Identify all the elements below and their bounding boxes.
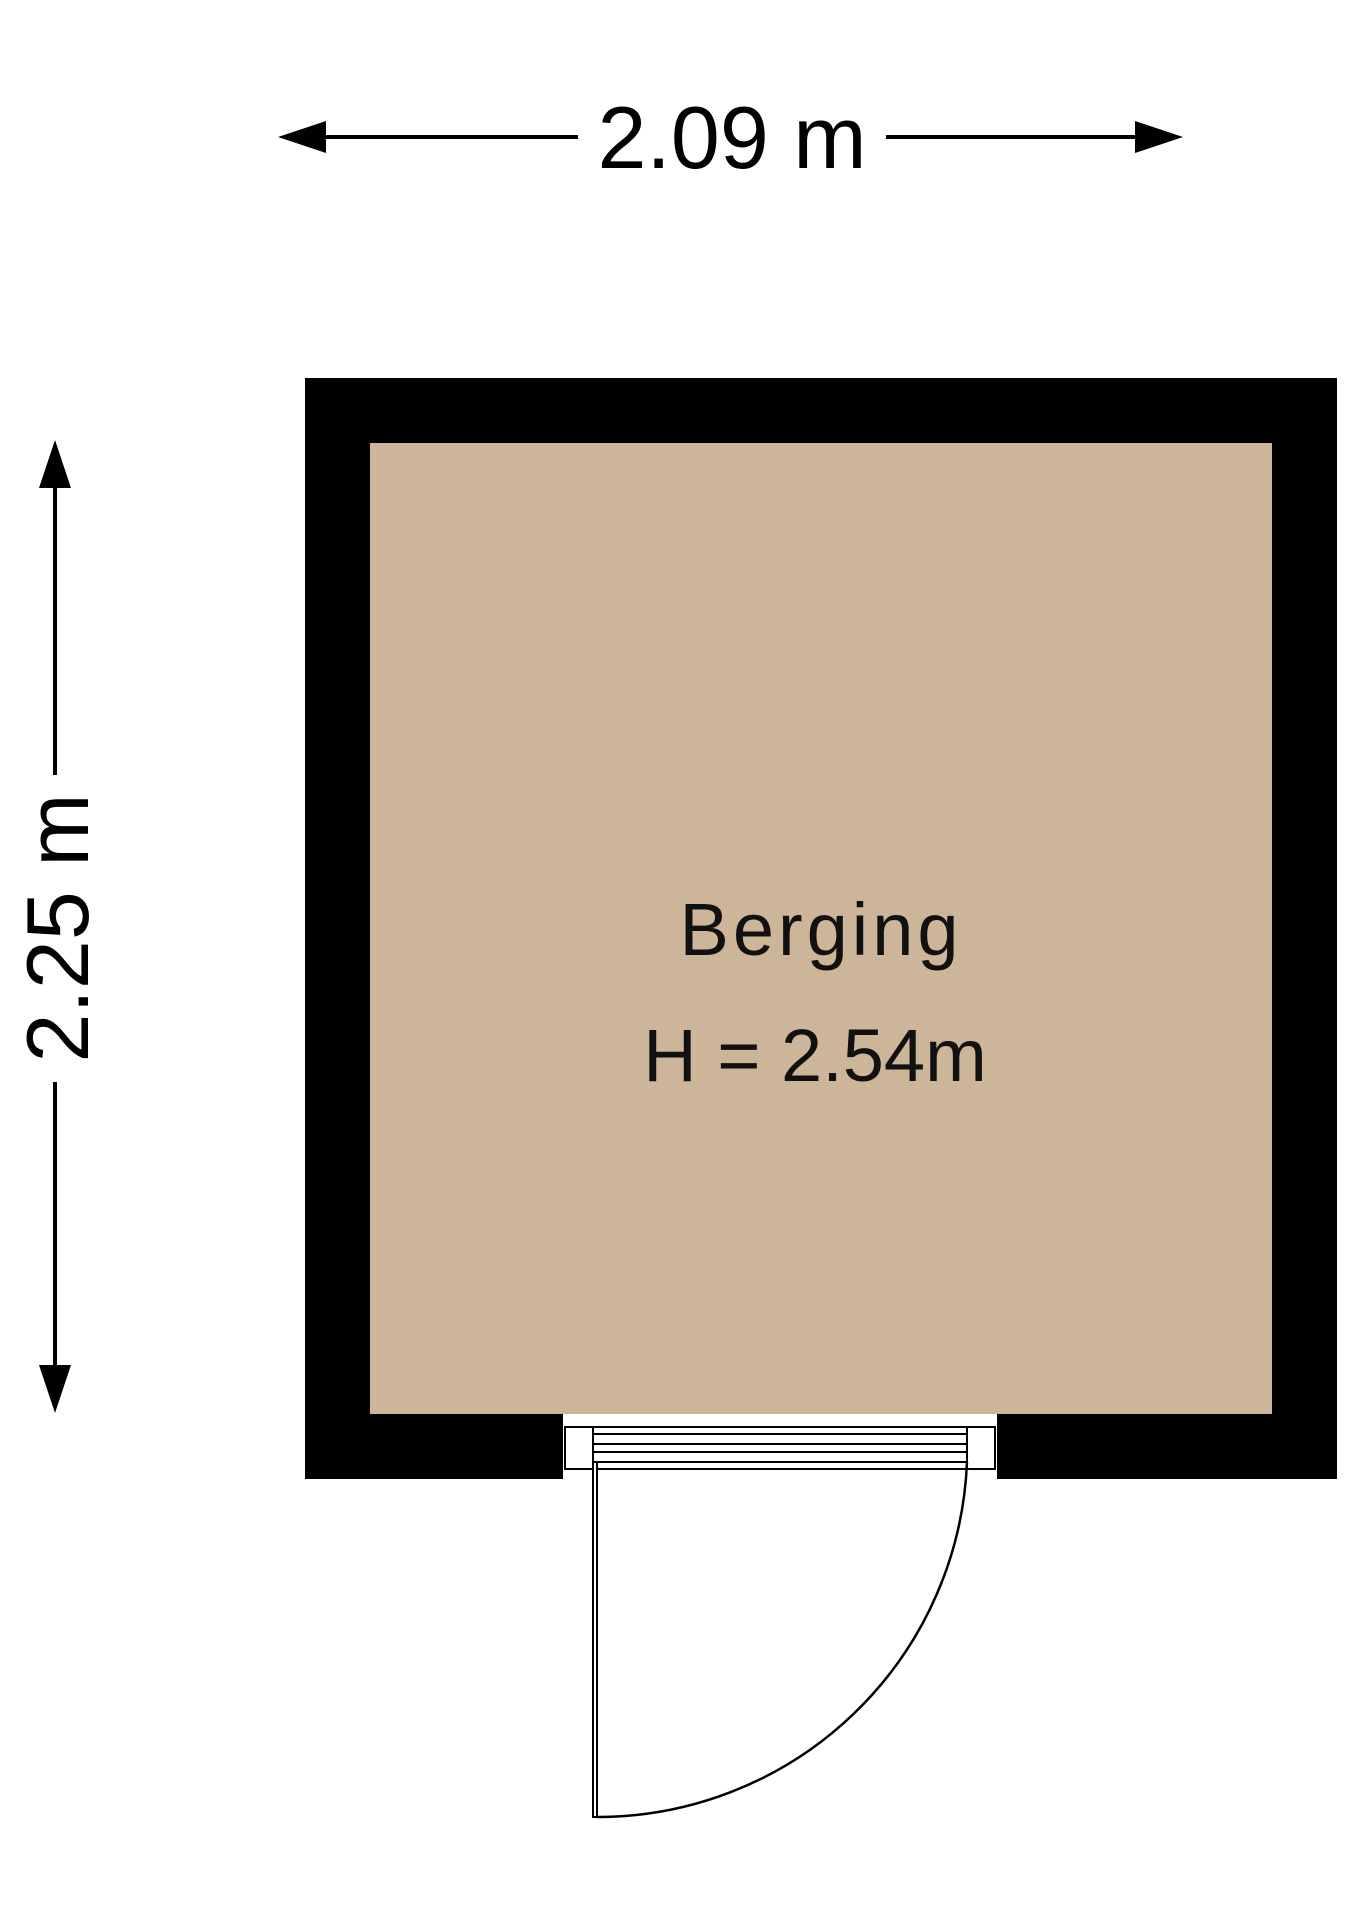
- room: [305, 378, 1337, 1819]
- door-frame-right: [966, 1426, 996, 1470]
- door-swing-arc: [596, 1461, 969, 1819]
- arrow-right-icon: [1135, 121, 1183, 153]
- height-dimension: 2.25 m: [8, 440, 107, 1413]
- door-leaf: [592, 1461, 598, 1818]
- door-frame-left: [564, 1426, 594, 1470]
- arrow-up-icon: [39, 440, 71, 488]
- room-ceiling-height: H = 2.54m: [643, 1014, 986, 1097]
- room-name: Berging: [679, 888, 962, 971]
- width-dimension-label: 2.09 m: [597, 88, 866, 187]
- arrow-left-icon: [278, 121, 326, 153]
- height-dimension-label: 2.25 m: [8, 793, 107, 1062]
- room-floor: [370, 443, 1272, 1414]
- arrow-down-icon: [39, 1365, 71, 1413]
- width-dimension: 2.09 m: [278, 88, 1183, 187]
